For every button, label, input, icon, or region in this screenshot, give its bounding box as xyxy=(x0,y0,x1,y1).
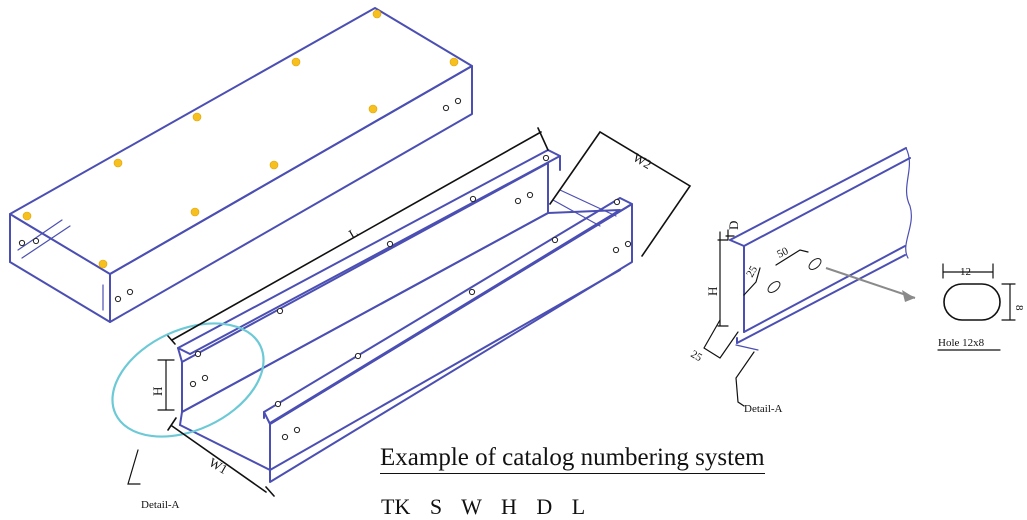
tray-hole xyxy=(551,236,559,244)
cover-hole xyxy=(114,295,122,303)
tray-hole xyxy=(542,154,550,162)
detail-a-highlight xyxy=(111,322,265,438)
catalog-code-row: TK S W H D L xyxy=(381,494,586,519)
hole-height-label: 8 xyxy=(1013,305,1025,311)
detail-slot-holes xyxy=(767,258,822,293)
dimension-label-l: L xyxy=(346,225,360,242)
cover-hole xyxy=(442,104,450,112)
flange-label-25: 25 xyxy=(689,348,705,364)
tray-dimensions: L W2 H W1 Detail-A xyxy=(127,127,692,511)
bolt-dot-icon xyxy=(98,259,108,269)
dimension-label-d: D xyxy=(726,221,741,230)
tray-hole xyxy=(469,195,477,203)
cover-holes xyxy=(18,97,462,303)
detail-a-view: H D 25 50 25 Detail-A xyxy=(689,147,912,415)
hole-caption: Hole 12x8 xyxy=(938,337,985,349)
tray-hole xyxy=(194,350,202,358)
tray-hole xyxy=(354,352,362,360)
bolt-dot-icon xyxy=(372,9,382,19)
catalog-title: Example of catalog numbering system xyxy=(380,443,765,474)
bolt-dot-icon xyxy=(22,211,32,221)
tray-holes xyxy=(189,154,632,441)
tray-hole xyxy=(293,426,301,434)
cover-hole xyxy=(126,288,134,296)
bolt-dots xyxy=(22,9,459,269)
dimension-label-h-right: H xyxy=(705,287,720,296)
cover-hole xyxy=(32,237,40,245)
tray-hole xyxy=(624,240,632,248)
tray-hole xyxy=(526,191,534,199)
cover-hole xyxy=(18,239,26,247)
slot-hole-icon xyxy=(767,281,781,293)
dimension-label-w1: W1 xyxy=(207,455,231,477)
slot-hole-icon xyxy=(943,283,1001,321)
hole-width-label: 12 xyxy=(960,266,971,278)
hole-detail: 12 8 Hole 12x8 xyxy=(937,263,1025,351)
tray-hole xyxy=(612,246,620,254)
dimension-label-h-left: H xyxy=(150,387,165,396)
bolt-dot-icon xyxy=(449,57,459,67)
tray-hole xyxy=(281,433,289,441)
hole-spacing-label-50: 50 xyxy=(775,245,790,261)
tray-hole xyxy=(468,288,476,296)
tray-hole xyxy=(276,307,284,315)
tray-body xyxy=(177,149,633,483)
tray-hole xyxy=(386,240,394,248)
bolt-dot-icon xyxy=(192,112,202,122)
tray-hole xyxy=(189,380,197,388)
tray-hole xyxy=(201,374,209,382)
tray-cover xyxy=(9,7,473,323)
bolt-dot-icon xyxy=(190,207,200,217)
detail-label-left: Detail-A xyxy=(141,499,180,511)
bolt-dot-icon xyxy=(368,104,378,114)
tray-hole xyxy=(274,400,282,408)
bolt-dot-icon xyxy=(269,160,279,170)
cover-hole xyxy=(454,97,462,105)
slot-hole-icon xyxy=(808,258,822,270)
bolt-dot-icon xyxy=(113,158,123,168)
pointer-arrow-icon xyxy=(825,267,916,302)
tray-hole xyxy=(613,198,621,206)
tray-hole xyxy=(514,197,522,205)
bolt-dot-icon xyxy=(291,57,301,67)
detail-label-right: Detail-A xyxy=(744,403,783,415)
